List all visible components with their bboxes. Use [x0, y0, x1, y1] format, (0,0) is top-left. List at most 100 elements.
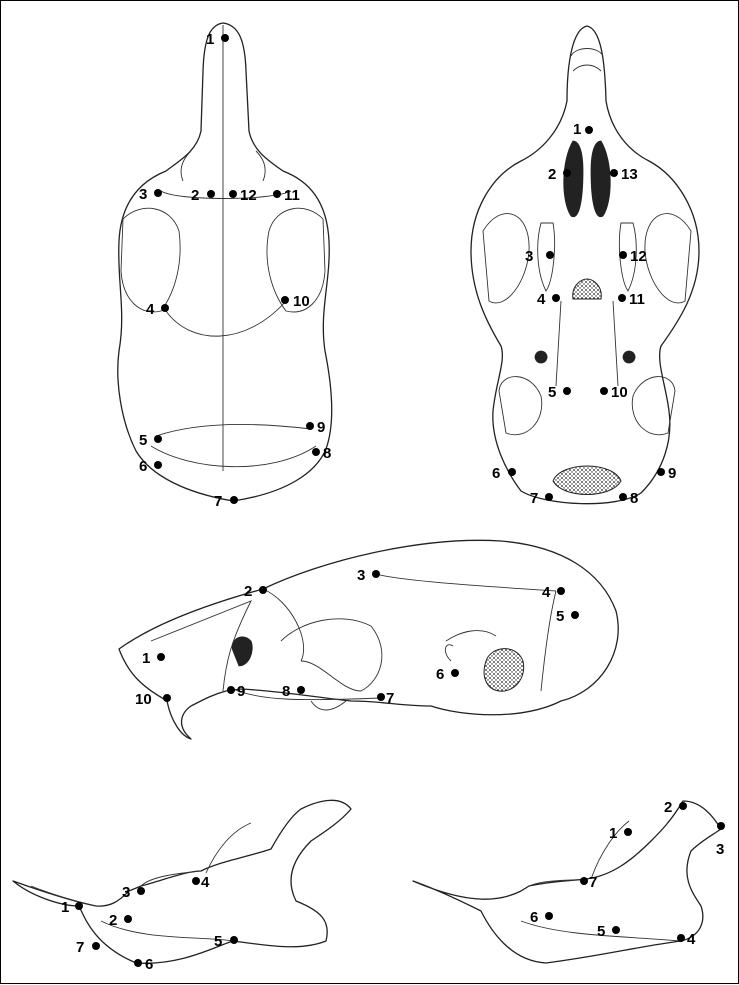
mandible-right-landmark-5-dot [612, 926, 620, 934]
lateral-landmark-9-dot [227, 686, 235, 694]
lateral-landmark-1-dot [157, 653, 165, 661]
ventral-landmark-12-dot [619, 251, 627, 259]
dorsal-landmark-9-dot [306, 422, 314, 430]
mandible-right-outline [413, 801, 721, 963]
mandible-left [13, 800, 351, 963]
ventral-landmark-8-label: 8 [630, 490, 638, 507]
dorsal-landmark-8-label: 8 [323, 445, 331, 462]
mandible-left-landmark-5-label: 5 [214, 933, 222, 950]
lateral-landmark-10-dot [163, 694, 171, 702]
ventral-landmark-9-dot [657, 468, 665, 476]
ventral-landmark-11-label: 11 [629, 291, 645, 308]
landmark-layer: 1 2 3 4 5 6 7 8 9 10 11 12 1 2 3 4 5 6 [61, 31, 725, 973]
mandible-right-landmark-3-label: 3 [716, 841, 724, 858]
incisive-foramina [564, 141, 611, 217]
foramen-magnum [553, 466, 621, 495]
lateral-landmark-8-label: 8 [282, 683, 290, 700]
mandible-right-landmark-1-dot [624, 828, 632, 836]
mandible-left-landmark-7-label: 7 [76, 939, 84, 956]
lateral-landmark-6-label: 6 [436, 666, 444, 683]
mandible-right-landmark-6-label: 6 [530, 909, 538, 926]
ventral-landmark-10-label: 10 [611, 384, 628, 401]
ventral-landmark-5-dot [563, 387, 571, 395]
dorsal-landmark-2-dot [207, 190, 215, 198]
dorsal-landmark-1-label: 1 [206, 31, 214, 48]
lateral-landmark-7-label: 7 [386, 690, 394, 707]
lateral-landmark-4-label: 4 [542, 584, 551, 601]
dorsal-landmark-5-dot [154, 435, 162, 443]
lateral-landmark-7-dot [377, 693, 385, 701]
mandible-right-landmark-6-dot [545, 912, 553, 920]
ventral-landmark-1-dot [585, 126, 593, 134]
mandible-left-outline [13, 800, 351, 963]
dorsal-view [118, 23, 332, 501]
ventral-landmark-7-label: 7 [530, 490, 538, 507]
mandible-right-landmark-4-label: 4 [687, 931, 696, 948]
ventral-landmark-6-label: 6 [492, 465, 500, 482]
lateral-landmark-6-dot [451, 669, 459, 677]
dorsal-landmark-1-dot [221, 34, 229, 42]
mandible-right-landmark-2-dot [679, 802, 687, 810]
dorsal-landmark-7-dot [230, 496, 238, 504]
mandible-left-landmark-4-dot [192, 877, 200, 885]
mandible-left-landmark-6-label: 6 [145, 956, 153, 973]
lateral-landmark-9-label: 9 [237, 683, 245, 700]
lateral-landmark-5-label: 5 [556, 608, 564, 625]
dorsal-landmark-3-label: 3 [139, 186, 147, 203]
mandible-left-landmark-1-label: 1 [61, 899, 69, 916]
dorsal-landmark-11-label: 11 [284, 187, 300, 204]
dorsal-landmark-10-dot [281, 296, 289, 304]
lateral-view [119, 540, 618, 739]
mandible-left-landmark-2-label: 2 [109, 912, 117, 929]
mandible-left-landmark-3-dot [137, 887, 145, 895]
ventral-landmark-8-dot [619, 493, 627, 501]
dorsal-landmark-12-label: 12 [240, 187, 257, 204]
mandible-right-landmark-4-dot [677, 934, 685, 942]
dorsal-landmark-4-dot [161, 304, 169, 312]
mandible-right-landmark-7-label: 7 [589, 874, 597, 891]
ventral-landmark-2-label: 2 [548, 166, 556, 183]
lateral-landmark-3-dot [372, 570, 380, 578]
mandible-right-landmark-7-dot [580, 877, 588, 885]
ventral-landmark-11-dot [618, 294, 626, 302]
lateral-landmark-3-label: 3 [357, 567, 365, 584]
mandible-left-landmark-3-label: 3 [122, 884, 130, 901]
dorsal-landmark-9-label: 9 [317, 419, 325, 436]
ventral-landmark-12-label: 12 [630, 248, 647, 265]
mandible-left-landmark-5-dot [230, 936, 238, 944]
dorsal-skull-outline [118, 23, 332, 501]
ventral-landmark-3-dot [546, 251, 554, 259]
lateral-landmark-1-label: 1 [142, 650, 150, 667]
mandible-left-landmark-7-dot [92, 942, 100, 950]
dorsal-landmark-10-label: 10 [293, 293, 310, 310]
ventral-landmark-13-label: 13 [621, 166, 638, 183]
lateral-landmark-2-dot [259, 586, 267, 594]
mandible-right [413, 801, 721, 963]
dorsal-landmark-3-dot [154, 189, 162, 197]
dorsal-landmark-2-label: 2 [191, 187, 199, 204]
mandible-left-landmark-4-label: 4 [201, 874, 210, 891]
ventral-landmark-9-label: 9 [668, 465, 676, 482]
ventral-landmark-3-label: 3 [525, 248, 533, 265]
dorsal-landmark-5-label: 5 [139, 432, 147, 449]
ventral-landmark-4-dot [552, 294, 560, 302]
dorsal-landmark-11-dot [273, 190, 281, 198]
ventral-landmark-5-label: 5 [548, 384, 556, 401]
lateral-landmark-8-dot [297, 686, 305, 694]
mandible-left-landmark-6-dot [134, 959, 142, 967]
ventral-landmark-1-label: 1 [573, 121, 581, 138]
lateral-skull-outline [119, 540, 618, 739]
mandible-right-landmark-1-label: 1 [609, 825, 617, 842]
dorsal-landmark-7-label: 7 [214, 493, 222, 510]
ventral-landmark-2-dot [563, 169, 571, 177]
lateral-landmark-5-dot [571, 611, 579, 619]
ventral-landmark-4-label: 4 [537, 291, 546, 308]
lateral-landmark-2-label: 2 [244, 583, 252, 600]
lateral-landmark-10-label: 10 [135, 691, 152, 708]
lateral-landmark-4-dot [557, 587, 565, 595]
mandible-right-landmark-3-dot [717, 822, 725, 830]
auditory-bulla [484, 649, 524, 692]
ventral-view [471, 26, 699, 504]
